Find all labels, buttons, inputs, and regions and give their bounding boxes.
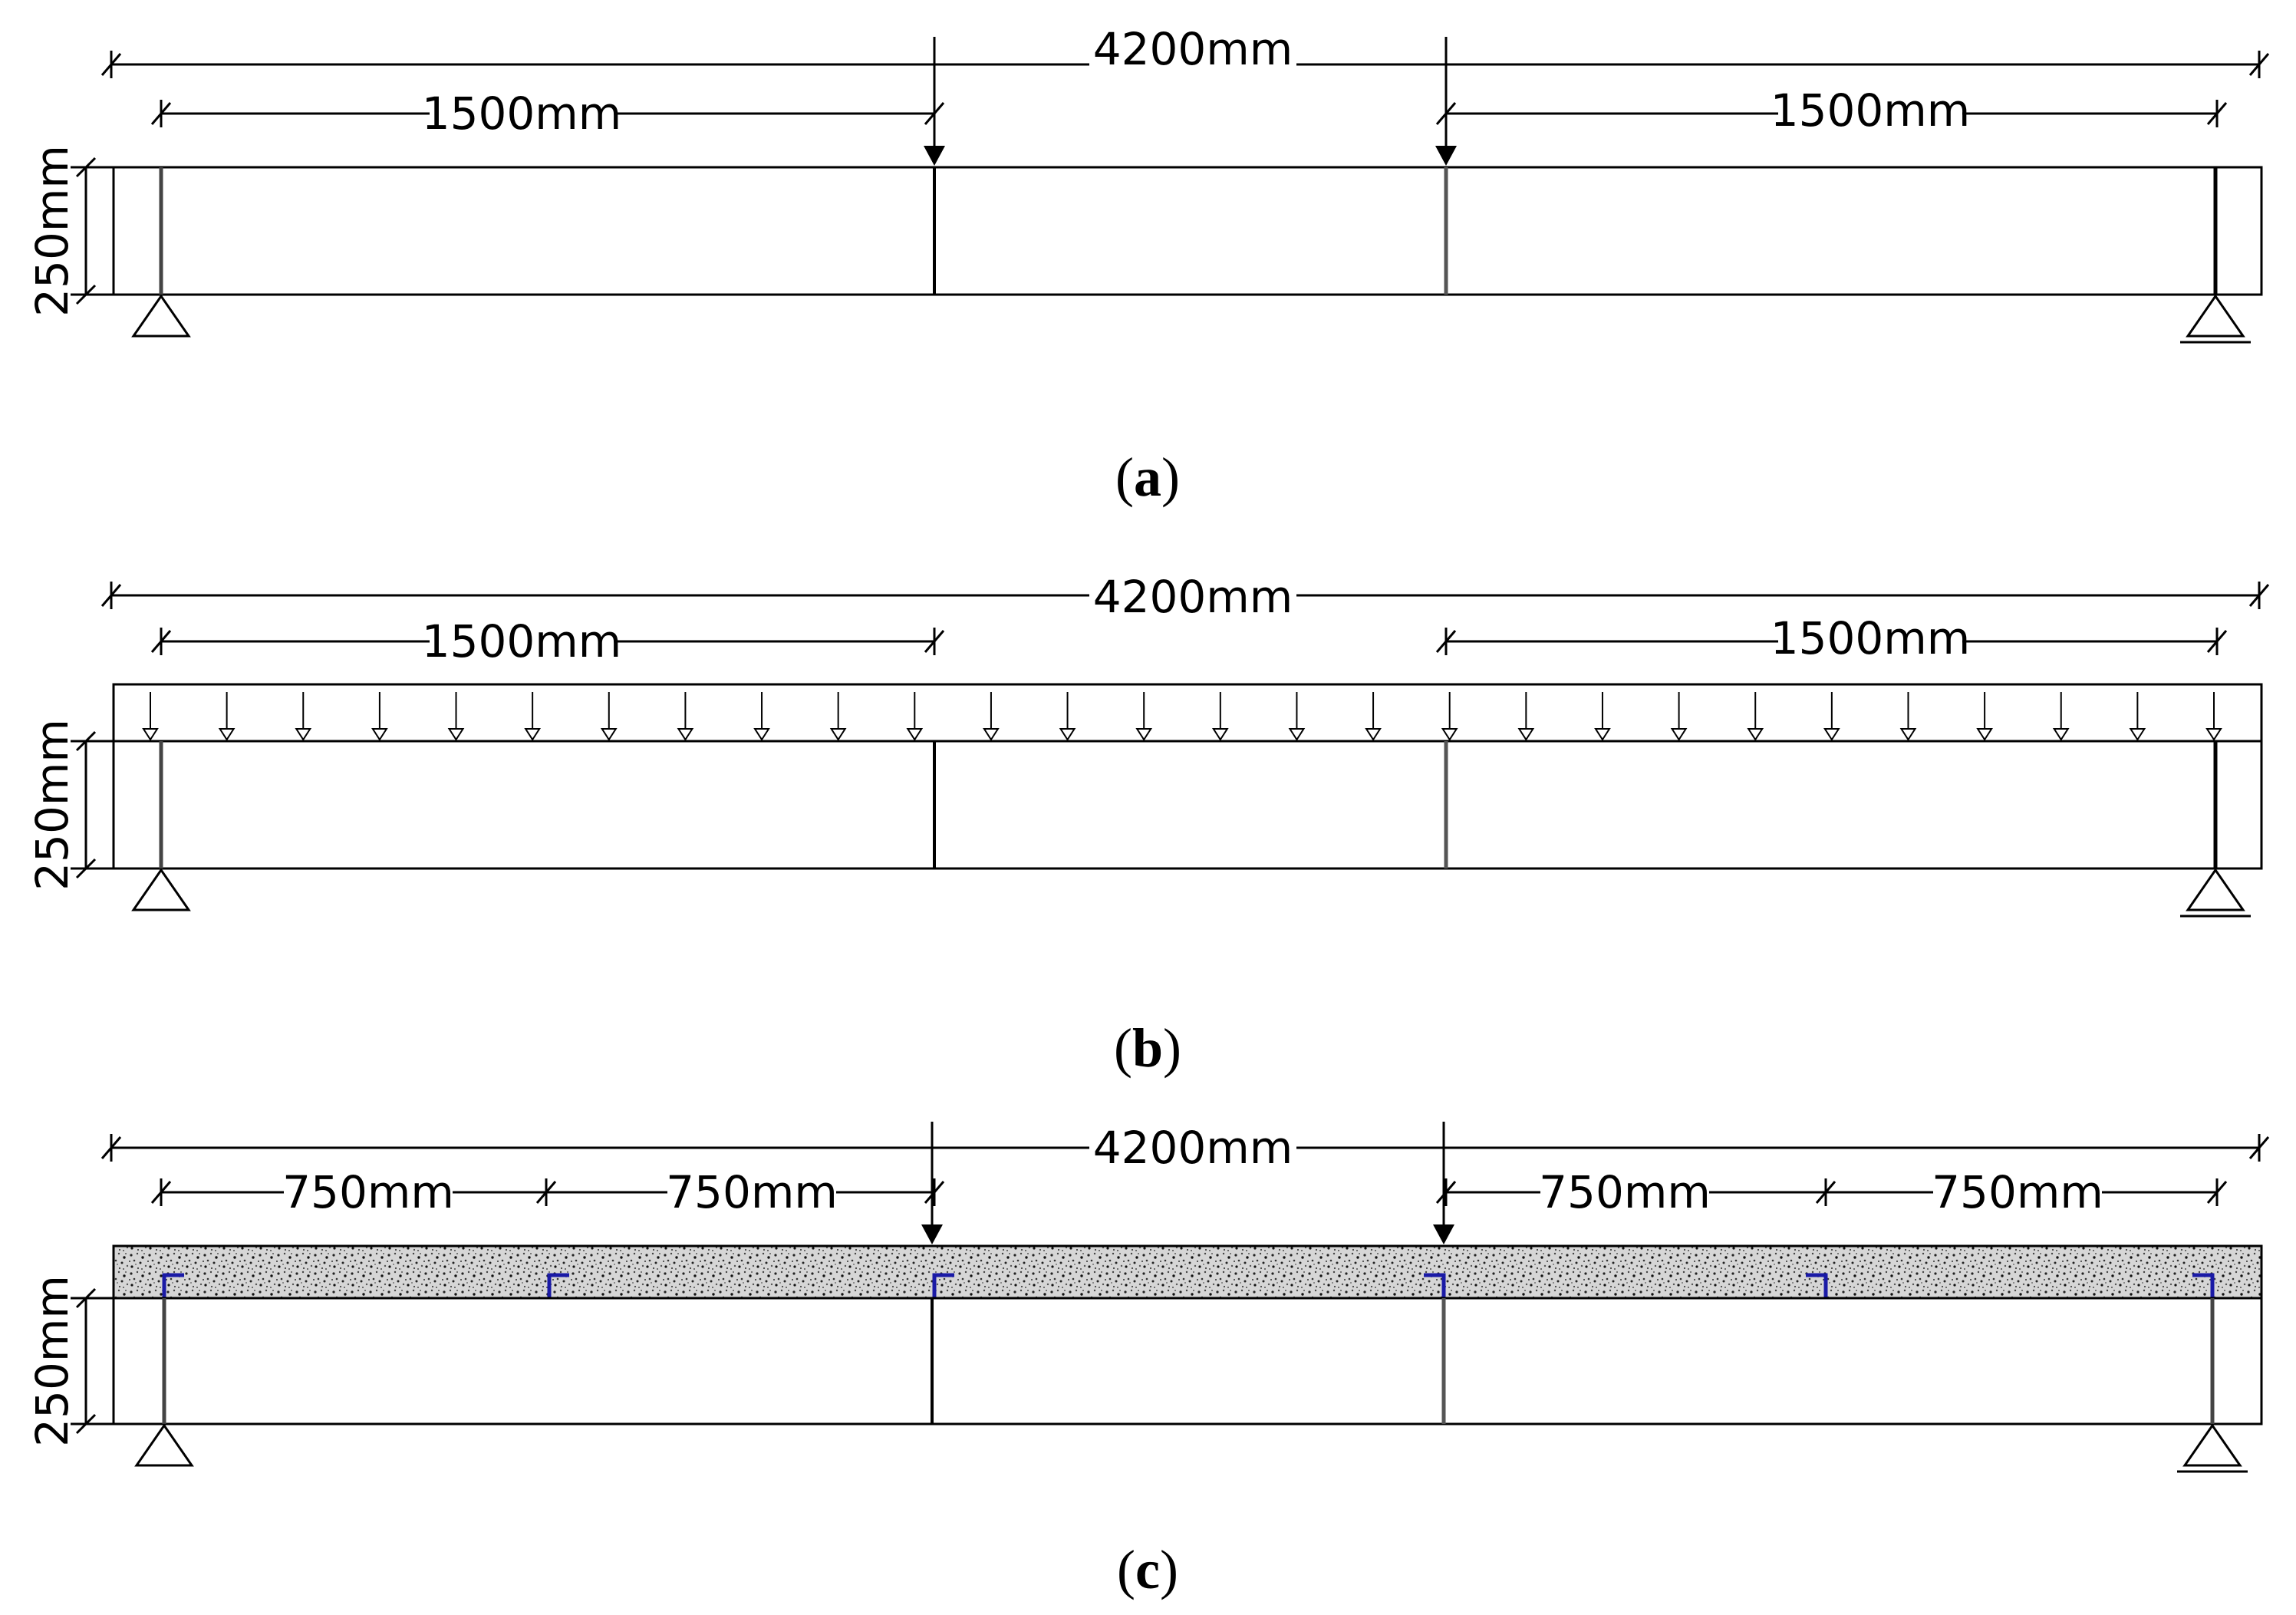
total-length-label: 4200mm — [1093, 1122, 1293, 1174]
pin-support-icon — [134, 1423, 194, 1467]
segment-dimensions — [150, 1178, 2228, 1206]
load-arrow-icon — [524, 728, 541, 741]
load-arrow-icon — [1441, 728, 1458, 741]
point-loads — [921, 1122, 1454, 1244]
load-arrow-icon — [1435, 146, 1457, 166]
load-arrow-icon — [1059, 728, 1076, 741]
panel-b: 4200mm 1500mm 1500mm — [26, 566, 2270, 1079]
pin-support-icon — [131, 294, 191, 338]
height-dimension — [71, 730, 114, 879]
load-arrow-icon — [1288, 728, 1306, 741]
load-arrow-icon — [1747, 728, 1764, 741]
load-arrow-icon — [1899, 728, 1917, 741]
load-arrow-icon — [1517, 728, 1535, 741]
height-label: 250mm — [26, 145, 78, 317]
total-length-label: 4200mm — [1093, 23, 1293, 75]
load-arrow-icon — [1433, 1224, 1454, 1244]
beam — [112, 740, 2263, 870]
load-arrow-icon — [1594, 728, 1611, 741]
load-arrow-icon — [1365, 728, 1382, 741]
shear-span-left-label: 1500mm — [422, 615, 622, 667]
load-arrow-icon — [1670, 728, 1688, 741]
segment-label: 750mm — [1932, 1166, 2103, 1218]
load-arrow-icon — [921, 1224, 943, 1244]
load-arrow-icon — [600, 728, 618, 741]
load-arrow-icon — [295, 728, 312, 741]
panel-a: 4200mm 1500mm 1500mm — [26, 23, 2270, 508]
beam — [112, 166, 2263, 296]
distributed-load-zone — [112, 683, 2263, 743]
total-length-label: 4200mm — [1093, 571, 1293, 623]
segment-label: 750mm — [666, 1166, 838, 1218]
beam — [112, 1297, 2263, 1425]
load-arrow-icon — [829, 728, 847, 741]
load-arrow-icon — [2205, 728, 2222, 741]
load-arrow-icon — [2129, 728, 2146, 741]
panel-c: 4200mm 750mm 750mm 750mm 750mm — [26, 1120, 2270, 1600]
shear-connectors — [162, 1273, 2215, 1298]
load-arrow-icon — [142, 728, 159, 741]
load-arrow-icon — [1976, 728, 1993, 741]
concrete-overlay — [112, 1244, 2263, 1300]
height-dimension — [71, 1287, 114, 1435]
load-arrow-icon — [2052, 728, 2070, 741]
load-arrow-icon — [983, 728, 1000, 741]
load-arrow-icon — [1823, 728, 1840, 741]
load-arrow-icon — [677, 728, 694, 741]
caption-b: (b) — [1114, 1017, 1181, 1079]
height-dimension — [71, 157, 114, 305]
pin-support-icon — [131, 868, 191, 911]
roller-support-icon — [2180, 294, 2251, 344]
shear-span-left-label: 1500mm — [422, 87, 622, 140]
load-arrow-icon — [753, 728, 770, 741]
shear-span-right-label: 1500mm — [1771, 612, 1971, 664]
roller-support-icon — [2180, 868, 2251, 918]
shear-span-right-label: 1500mm — [1771, 84, 1971, 137]
caption-a: (a) — [1115, 447, 1180, 508]
load-arrow-icon — [447, 728, 465, 741]
segment-label: 750mm — [1539, 1166, 1711, 1218]
load-arrow-icon — [906, 728, 924, 741]
load-arrow-icon — [1135, 728, 1153, 741]
load-arrow-icon — [371, 728, 388, 741]
load-arrow-icon — [924, 146, 945, 166]
distributed-load-arrows — [142, 692, 2222, 741]
height-label: 250mm — [26, 1275, 78, 1447]
height-label: 250mm — [26, 719, 78, 891]
load-arrow-icon — [218, 728, 236, 741]
caption-c: (c) — [1117, 1539, 1178, 1600]
load-arrow-icon — [1211, 728, 1229, 741]
point-loads — [924, 37, 1457, 166]
roller-support-icon — [2177, 1423, 2248, 1473]
segment-label: 750mm — [282, 1166, 454, 1218]
